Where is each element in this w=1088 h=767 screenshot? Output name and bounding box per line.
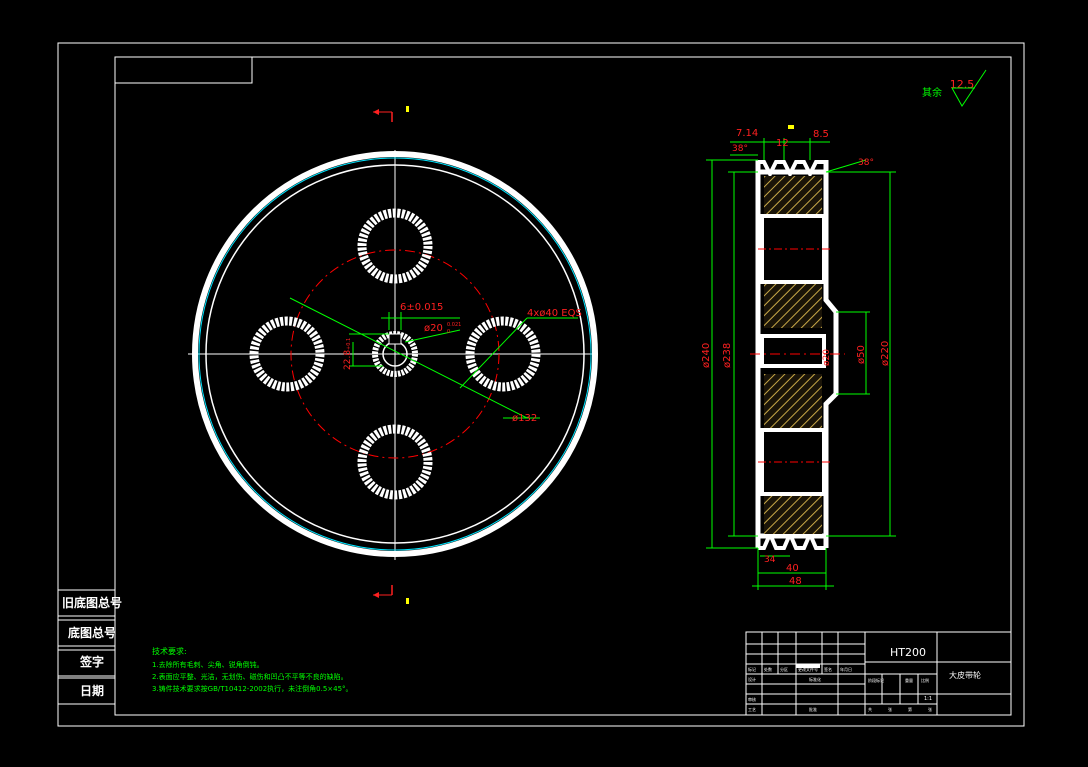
dim-rim-inner: ø220 [880,341,891,366]
dim-outer: ø240 [701,343,712,368]
title-block-row-labels: 设计 审核 工艺 [748,676,756,712]
old-drawing-no-label: 旧底图总号 [62,595,122,610]
base-drawing-no-label: 底图总号 [68,625,116,640]
section-center-dashes [758,248,830,463]
svg-text:张: 张 [888,706,892,712]
front-dimensions [289,297,578,419]
section-marker-top [373,106,409,122]
svg-text:分区: 分区 [780,666,788,672]
section-hole-outlines [760,214,826,496]
dim-face: 40 [786,563,799,574]
svg-text:设计: 设计 [748,676,756,682]
svg-text:更改文件号: 更改文件号 [798,666,818,672]
svg-text:标准化: 标准化 [809,676,821,682]
hatch-web-bottom [764,374,822,428]
section-dimensions [706,138,896,590]
top-left-box [114,56,253,84]
rim-outer-cyan [198,157,592,551]
title-block-bar [796,664,820,668]
hole-tol-sub: 0 [447,329,450,335]
hatch-web-top [764,284,822,328]
hole-top [357,208,433,284]
keyway-depth-tol: +0.1 [346,338,352,350]
hole-left [249,316,325,392]
svg-text:签名: 签名 [824,666,832,672]
svg-text:共: 共 [868,706,872,712]
hole-right [465,316,541,392]
grooves-top [758,160,826,179]
hatch-rim-bottom [764,496,822,534]
svg-text:第: 第 [908,706,912,712]
roughness-label: 其余 [922,86,942,99]
svg-text:审核: 审核 [748,696,756,702]
lightening-holes [249,208,541,500]
svg-text:工艺: 工艺 [748,707,756,712]
svg-text:处数: 处数 [764,666,772,672]
title-block [745,631,1012,716]
title-block-mid-labels: 标准化 批准 [809,676,821,712]
left-margin-boxes [57,589,116,705]
dim-groove-pitch: 7.14 [736,128,758,139]
scale-label: 1:1 [924,696,932,702]
material-label: HT200 [890,646,926,659]
part-name-label: 大皮带轮 [949,670,981,680]
dim-angle-left: 38° [732,144,748,154]
keyway-depth-dim: 22.8 [343,350,353,370]
roughness-value: 12.5 [950,78,975,91]
dim-bore: ø20 [822,349,832,366]
keyway [388,333,402,345]
dim-overall: 48 [789,576,802,587]
tech-req-title: 技术要求: [152,646,187,656]
inner-border [114,56,1012,716]
outer-border [57,42,1025,727]
rim-outer [192,151,598,557]
rim-inner [205,164,585,544]
bolt-circle [290,249,500,459]
title-block-right-labels: 阶段标记 重量 比例 [868,677,929,683]
dim-groove-width: 12 [776,138,789,149]
svg-text:重量: 重量 [905,677,913,683]
hole-bottom [357,424,433,500]
hatch-rim-top [764,176,822,214]
holes-spec-dim: 4xø40 EQS [527,308,582,319]
svg-text:年月日: 年月日 [840,666,852,672]
dim-small: 34 [764,555,776,565]
dim-angle-right: 38° [858,158,874,168]
bolt-circle-dim: ø132 [512,413,537,424]
title-block-col-labels: 标记 处数 分区 更改文件号 签名 年月日 [748,666,852,672]
dim-groove-top: 8.5 [813,129,829,140]
hole-dim: ø20 [424,323,443,334]
svg-text:比例: 比例 [921,677,929,683]
surface-roughness-symbol: 其余 12.5 [922,69,987,107]
svg-text:批准: 批准 [809,706,817,712]
section-yellow-marker [788,125,794,129]
section-view: 7.14 12 8.5 38° 38° ø240 ø238 ø20 ø50 ø2… [701,125,896,590]
front-view: 6±0.015 ø20 0.021 0 22.8 +0.1 4xø40 EQS … [188,106,598,604]
tech-requirements: 技术要求: 1.去除所有毛刺、尖角、锐角倒钝。 2.表面应平整、光洁，无划伤、磁… [152,646,353,693]
signature-label: 签字 [79,654,104,669]
section-marker-bottom [373,585,409,604]
date-label: 日期 [80,683,104,698]
tech-req-line-3: 3.铸件技术要求按GB/T10412-2002执行，未注倒角0.5×45°。 [152,684,353,693]
tech-req-line-2: 2.表面应平整、光洁，无划伤、磁伤和凹凸不平等不良的缺陷。 [152,672,348,681]
svg-text:阶段标记: 阶段标记 [868,677,884,683]
hole-tol-sup: 0.021 [447,322,461,328]
svg-text:标记: 标记 [748,666,756,672]
title-block-bottom-labels: 共 张 第 张 [868,706,932,712]
svg-text:张: 张 [928,706,932,712]
dim-pitch: ø238 [722,343,733,368]
keyway-width-dim: 6±0.015 [400,302,443,313]
tech-req-line-1: 1.去除所有毛刺、尖角、锐角倒钝。 [152,660,264,669]
dim-hub: ø50 [856,345,867,364]
